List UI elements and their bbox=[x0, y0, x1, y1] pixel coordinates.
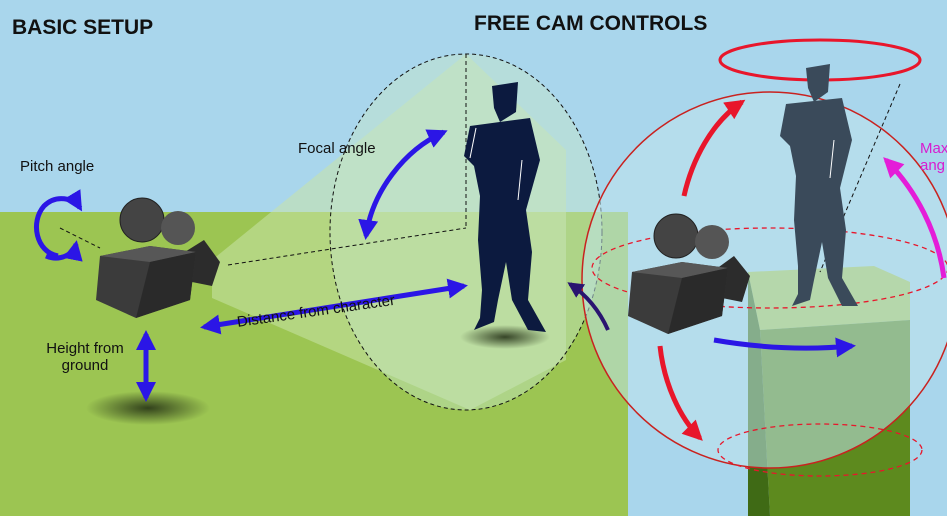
camera-free bbox=[628, 213, 750, 334]
free-cam-controls-heading: FREE CAM CONTROLS bbox=[474, 12, 708, 35]
distance-from-character-arrow bbox=[200, 278, 468, 335]
camera-basic bbox=[96, 197, 220, 318]
pitch-angle-label: Pitch angle bbox=[20, 158, 95, 175]
pitch-axis-line bbox=[59, 227, 101, 249]
orbit-up-arrow bbox=[681, 99, 746, 197]
orbit-character-figure bbox=[780, 64, 858, 306]
max-angle-arrow bbox=[883, 157, 947, 279]
height-from-ground-line1: Height from bbox=[46, 340, 124, 357]
character-figure bbox=[464, 82, 546, 332]
orbit-sphere bbox=[581, 91, 947, 469]
pitch-angle-arrow bbox=[34, 189, 83, 259]
max-angle-line2: ang bbox=[920, 157, 946, 175]
height-from-ground-label: Height from ground bbox=[36, 340, 134, 375]
orbit-down-arrow bbox=[657, 345, 703, 441]
pitch-angle-arrow-lower bbox=[45, 240, 83, 262]
max-angle-line1: Max bbox=[920, 140, 947, 157]
basic-setup-heading: BASIC SETUP bbox=[12, 16, 154, 39]
orbit-horizontal-arrow bbox=[713, 337, 856, 358]
character-shadow bbox=[460, 325, 550, 349]
camera-shadow bbox=[86, 391, 210, 425]
camera-sight-line bbox=[227, 227, 467, 266]
height-from-ground-line2: ground bbox=[61, 357, 109, 375]
zoom-arrow bbox=[567, 282, 610, 331]
focal-angle-arrow bbox=[358, 129, 448, 240]
orbit-bottom-ring bbox=[717, 423, 923, 477]
focal-ellipse bbox=[329, 53, 603, 411]
max-angle-label: Max ang bbox=[920, 140, 947, 175]
focal-angle-label: Focal angle bbox=[298, 140, 376, 157]
